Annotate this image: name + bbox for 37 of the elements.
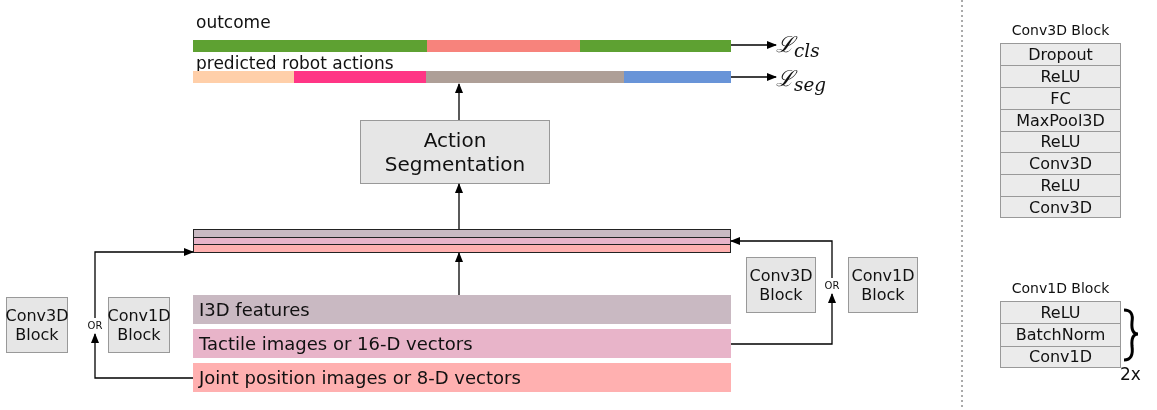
layer-box: Conv3D (1000, 196, 1121, 218)
arrow (455, 83, 463, 121)
block-title: Conv1D Block (1010, 280, 1111, 298)
layer-box: ReLU (1000, 301, 1121, 325)
layer-box: BatchNorm (1000, 323, 1121, 347)
block-title: Conv3D Block (1010, 22, 1111, 40)
arrow (730, 41, 777, 49)
arrow (94, 248, 194, 319)
or-text: OR (820, 278, 844, 294)
arrow (455, 183, 463, 230)
block-box: Conv1D Block (108, 297, 170, 353)
layer-box: Conv3D (1000, 152, 1121, 176)
repeat-count: 2x (1120, 364, 1141, 384)
block-box: Conv3D Block (746, 257, 816, 313)
process-box: Action Segmentation (360, 120, 550, 184)
arrow (730, 293, 836, 345)
input-bar: I3D features (193, 295, 731, 324)
layer-box: Dropout (1000, 43, 1121, 66)
block-box: Conv3D Block (6, 297, 68, 353)
loss-symbol: ℒ$_{cls}$ (776, 28, 840, 58)
layer-box: ReLU (1000, 174, 1121, 198)
bar-label: predicted robot actions (196, 53, 394, 73)
or-text: OR (83, 318, 107, 334)
input-bar: Joint position images or 8-D vectors (193, 363, 731, 392)
arrow (91, 333, 194, 379)
layer-box: MaxPool3D (1000, 108, 1121, 132)
arrow (730, 73, 777, 81)
block-box: Conv1D Block (848, 257, 918, 313)
layer-box: Conv1D (1000, 345, 1121, 368)
feature-stack-bar (193, 229, 731, 253)
loss-symbol: ℒ$_{seg}$ (776, 62, 840, 96)
arrow (730, 237, 833, 279)
arrow (455, 252, 463, 296)
layer-box: ReLU (1000, 64, 1121, 88)
input-bar: Tactile images or 16-D vectors (193, 329, 731, 358)
layer-box: FC (1000, 86, 1121, 110)
bar-label: outcome (196, 12, 271, 32)
